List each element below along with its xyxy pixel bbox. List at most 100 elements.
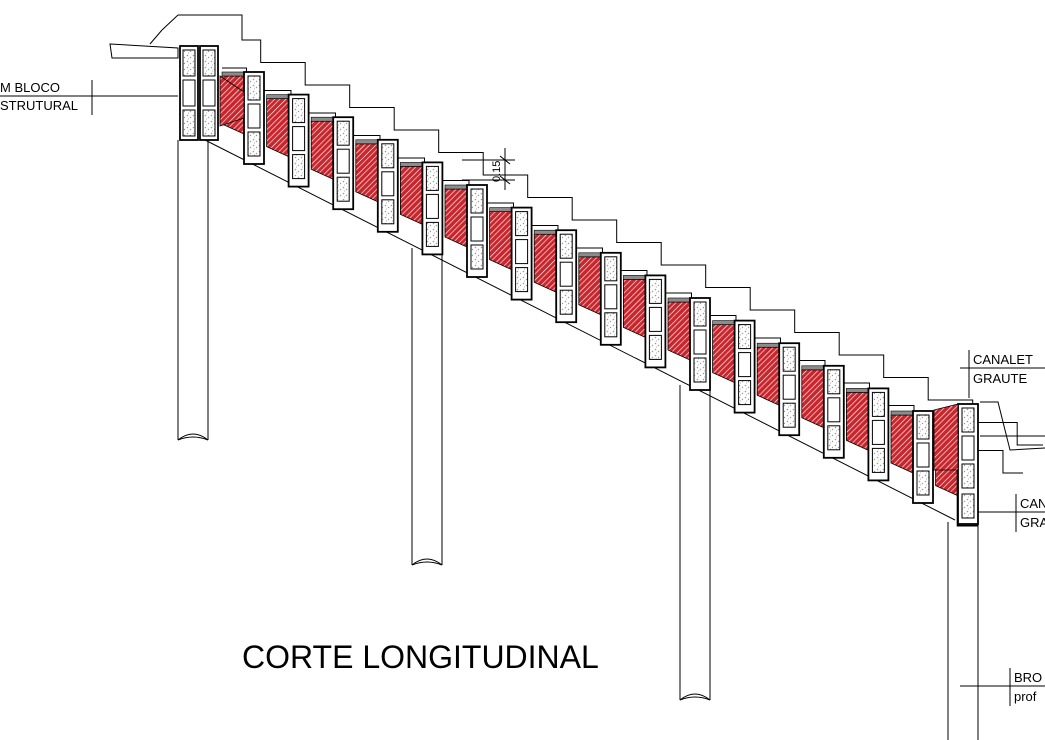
mortar-band [355,139,379,145]
block-cell [871,447,885,473]
block-cell [470,216,484,242]
block-cell [604,284,618,310]
dimension-annotation: 0.15 [462,148,515,190]
block-column [466,184,488,278]
label-canaleta-mid: CAN GRA [978,494,1045,532]
soffit-line [204,139,956,521]
block-cell [470,244,484,270]
upper-step-outline [178,14,260,41]
mortar-band [533,229,557,235]
block-cell [961,407,975,433]
block-cell [961,493,975,519]
mortar-band [623,275,646,280]
block-cell [247,131,261,157]
dimension-text: 0.15 [491,161,503,182]
block-cell [648,306,662,332]
block-cell [381,199,395,225]
label-canaleta-top: CANALET GRAUTE [960,350,1045,398]
block-cell [515,239,529,265]
pile-4 [947,522,979,740]
block-cell [381,143,395,169]
hatch-wedge [533,233,557,293]
top-block-stack [179,45,245,141]
hatch-wedge [444,188,468,248]
pile-2 [411,248,443,566]
block-cell [292,98,306,124]
hatch-wedge [219,75,245,127]
block-cell [738,324,752,350]
mortar-band [310,116,334,122]
landing-ledge [149,29,163,45]
block-cell [202,49,216,77]
mortar-band [846,388,869,393]
label-broca: BRO prof [960,668,1045,706]
block-cell [916,414,930,440]
block-column [912,410,934,504]
hatch-wedge [489,211,513,271]
block-cell [738,352,752,378]
block-cell [604,256,618,282]
label-canaleta: CANALET [973,352,1033,367]
block-cell [827,369,841,395]
block-column [733,319,756,414]
mortar-band [489,207,512,212]
block-cell [292,154,306,180]
mortar-band [801,365,825,371]
block-cell [738,380,752,406]
block-column [822,364,845,459]
block-cell [182,109,196,137]
mortar-band [578,252,602,258]
mortar-band [890,410,914,416]
label-bro: BRO [1014,670,1042,685]
block-cell [827,425,841,451]
block-cell [961,463,975,489]
block-column [376,138,399,233]
block-column [778,342,801,437]
block-columns [243,71,979,527]
block-cell [425,165,439,191]
block-cell [381,171,395,197]
mortar-band [266,94,289,99]
bottom-block-stack [933,403,979,525]
block-cell [425,221,439,247]
block-column [644,274,667,369]
mortar-band [667,297,691,303]
mortar-band [400,162,423,167]
block-column [555,229,578,324]
label-bloco: M BLOCO [0,80,60,95]
hatch-wedge [266,98,290,158]
block-cell [425,193,439,219]
block-cell [470,188,484,214]
block-column [421,161,444,256]
block-cell [515,267,529,293]
block-cell [693,329,707,355]
mortar-band [712,320,735,325]
block-cell [247,75,261,101]
hatch-wedge [355,143,379,203]
landing-ledge-2 [161,14,179,31]
block-column [287,93,310,188]
block-cell [961,435,975,461]
block-cell [336,120,350,146]
block-column [510,206,533,301]
block-cell [515,211,529,237]
hatch-wedge [756,346,780,406]
label-gra: GRA [1020,515,1045,530]
label-estrutural: STRUTURAL [0,98,78,113]
block-cell [292,126,306,152]
bottom-landing-slab [980,401,1045,451]
block-column [867,387,890,482]
mortar-band [756,342,780,348]
block-cell [182,79,196,107]
hatch-wedge [933,403,959,471]
block-cell [782,374,796,400]
top-landing-slab [109,43,179,59]
block-cell [247,103,261,129]
block-cell [202,79,216,107]
mortar-band [221,71,245,77]
block-cell [648,334,662,360]
block-cell [559,233,573,259]
block-cell [202,109,216,137]
block-cell [648,278,662,304]
